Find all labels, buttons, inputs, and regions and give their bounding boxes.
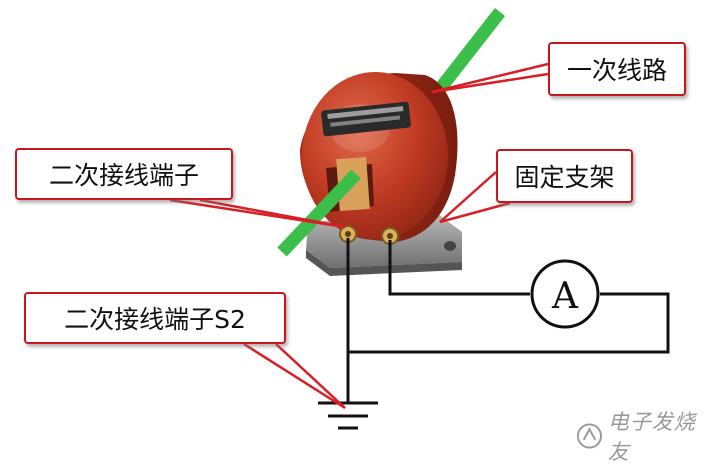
ground-symbol xyxy=(318,398,378,430)
ammeter: A xyxy=(530,259,600,329)
watermark-logo-icon xyxy=(576,423,602,449)
secondary-terminals xyxy=(339,225,399,245)
primary-conductor-lower xyxy=(277,169,361,257)
label-secondary-terminal-s2: 二次接线端子S2 xyxy=(24,292,286,344)
watermark-text: 电子发烧友 xyxy=(607,410,696,464)
ammeter-symbol: A xyxy=(551,276,579,317)
label-primary-line: 一次线路 xyxy=(548,42,686,96)
label-secondary-terminal: 二次接线端子 xyxy=(15,148,233,200)
secondary-wiring xyxy=(346,238,670,400)
label-fixed-bracket: 固定支架 xyxy=(496,149,633,203)
leader-lines xyxy=(169,62,549,410)
watermark: 电子发烧友 xyxy=(575,410,714,464)
nameplate xyxy=(321,101,411,137)
